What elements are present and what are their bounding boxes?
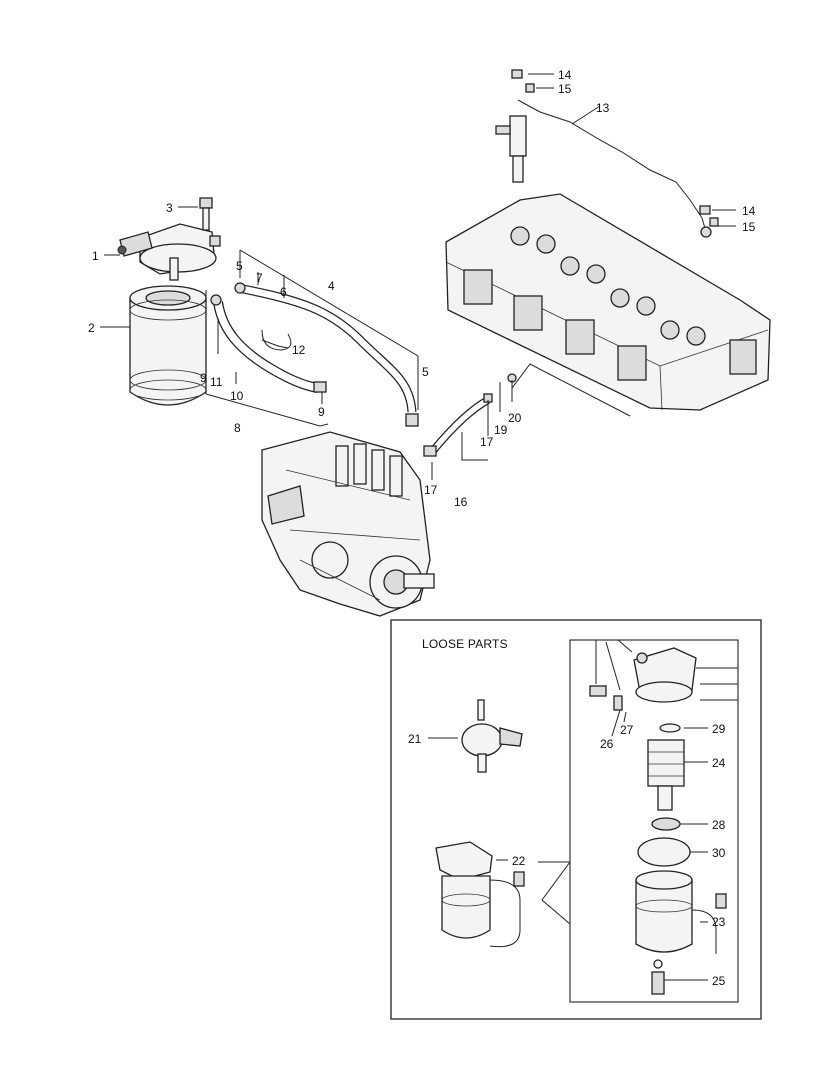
callout-21: 21 xyxy=(408,732,422,746)
callout-7: 7 xyxy=(256,271,263,285)
callout-17-left: 17 xyxy=(424,483,438,497)
callout-28: 28 xyxy=(712,818,726,832)
filter-element xyxy=(647,739,685,811)
drain-plug xyxy=(651,971,665,995)
fuel-filter-cartridge xyxy=(129,285,207,406)
separator-head xyxy=(633,647,697,703)
callout-15-right: 15 xyxy=(742,220,756,234)
plug xyxy=(589,685,607,697)
washer xyxy=(525,83,535,93)
callout-22: 22 xyxy=(512,854,526,868)
callout-30: 30 xyxy=(712,846,726,860)
cylinder-head xyxy=(445,193,771,411)
screw xyxy=(613,695,623,711)
callout-24: 24 xyxy=(712,756,726,770)
gasket-28 xyxy=(651,817,681,831)
fuel-injection-pump xyxy=(261,431,435,617)
valve-seats xyxy=(510,226,706,346)
injection-pipe xyxy=(517,99,707,233)
fuel-hose-return xyxy=(428,396,491,455)
fuel-hose-upper xyxy=(237,283,417,413)
leader-lines xyxy=(100,73,736,480)
inset-leader-lines xyxy=(595,639,738,981)
injection-nozzle xyxy=(495,115,527,183)
callout-10: 10 xyxy=(230,389,244,403)
callout-8: 8 xyxy=(234,421,241,435)
callout-17-right: 17 xyxy=(480,435,494,449)
inset-pointer xyxy=(541,861,571,925)
hose-fitting xyxy=(405,413,419,427)
callout-15-top: 15 xyxy=(558,82,572,96)
callout-23: 23 xyxy=(712,915,726,929)
callout-19: 19 xyxy=(494,423,508,437)
callout-1: 1 xyxy=(92,249,99,263)
callout-27: 27 xyxy=(620,723,634,737)
callout-14-right: 14 xyxy=(742,204,756,218)
fuel-filter-bolt xyxy=(199,197,213,231)
o-ring-29 xyxy=(659,723,681,733)
water-separator-assembly xyxy=(435,841,525,948)
hose-clamp xyxy=(261,329,292,351)
callout-2: 2 xyxy=(88,321,95,335)
cylinder-head-ports xyxy=(463,269,757,381)
washer xyxy=(709,217,719,227)
fuel-hose-lower xyxy=(213,301,319,393)
fuel-filter-head xyxy=(117,223,221,281)
callout-20: 20 xyxy=(508,411,522,425)
callout-6: 6 xyxy=(280,285,287,299)
bolt xyxy=(699,205,711,215)
callout-9-right: 9 xyxy=(318,405,325,419)
callout-16: 16 xyxy=(454,495,468,509)
callout-26: 26 xyxy=(600,737,614,751)
bolt xyxy=(511,69,523,79)
electric-fuel-pump xyxy=(461,699,523,773)
o-ring-25 xyxy=(653,959,663,969)
hose-fitting xyxy=(234,282,246,294)
hose-fitting xyxy=(423,445,437,457)
callout-9-left: 9 xyxy=(200,371,207,385)
loose-parts-inset xyxy=(569,639,739,1003)
callout-3: 3 xyxy=(166,201,173,215)
callout-25: 25 xyxy=(712,974,726,988)
hose-fitting xyxy=(210,294,222,306)
callout-11: 11 xyxy=(210,375,223,389)
callout-29: 29 xyxy=(712,722,726,736)
callout-14-top: 14 xyxy=(558,68,572,82)
loose-parts-panel: LOOSE PARTS xyxy=(390,619,762,1020)
callout-5-upper: 5 xyxy=(236,259,243,273)
callout-13: 13 xyxy=(596,101,610,115)
o-ring-30 xyxy=(637,837,691,867)
separator-bowl xyxy=(635,870,727,954)
callout-5-lower: 5 xyxy=(422,365,429,379)
hose-fitting xyxy=(313,381,327,393)
callout-4: 4 xyxy=(328,279,335,293)
callout-12: 12 xyxy=(292,343,306,357)
loose-parts-title: LOOSE PARTS xyxy=(422,637,508,651)
pipe-fitting xyxy=(700,226,712,238)
